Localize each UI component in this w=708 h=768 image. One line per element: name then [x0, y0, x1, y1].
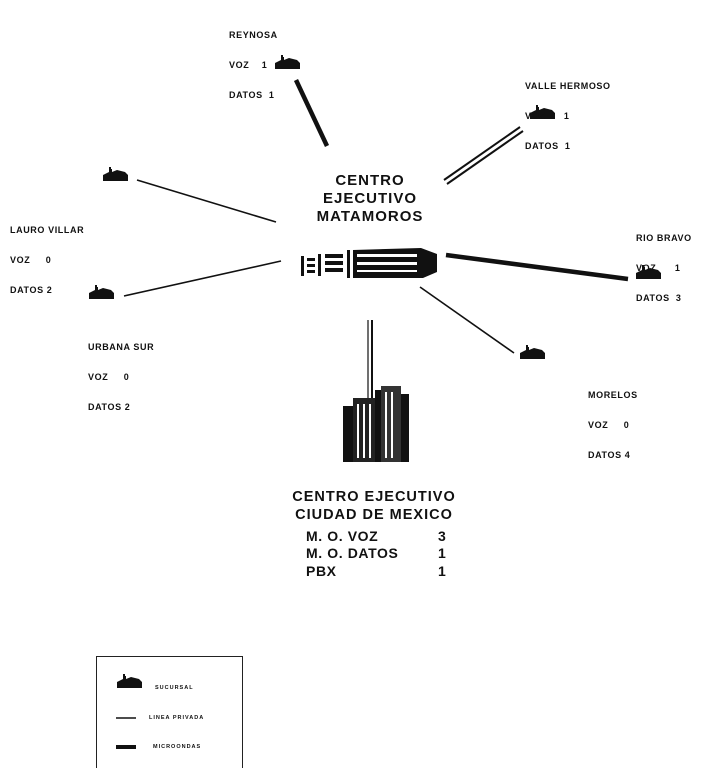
branch-datos: DATOS 4: [588, 450, 631, 460]
hub-label: CENTRO EJECUTIVO MATAMOROS: [300, 172, 440, 226]
branch-datos: DATOS 1: [229, 90, 275, 100]
branch-name: URBANA SUR: [88, 342, 155, 352]
cdmx-row-value: 1: [438, 563, 447, 579]
branch-name: RIO BRAVO: [636, 233, 692, 243]
branch-office-icon-reynosa: [275, 55, 300, 69]
branch-label-valle-hermoso: VALLE HERMOSO VOZ 1 DATOS 1: [525, 61, 611, 161]
branch-office-icon-morelos: [520, 345, 545, 359]
branch-name: VALLE HERMOSO: [525, 81, 611, 91]
legend-label-branch: SUCURSAL: [155, 685, 194, 691]
cdmx-row-value: 3: [438, 528, 447, 544]
link-urbana-sur: [123, 260, 282, 297]
cdmx-title: CENTRO EJECUTIVO CIUDAD DE MEXICO: [258, 488, 490, 524]
legend-label-private-line: LINEA PRIVADA: [149, 715, 205, 721]
branch-voz: VOZ 1: [229, 60, 268, 70]
building-icon: [343, 386, 409, 462]
hub-label-line3: MATAMOROS: [316, 208, 424, 225]
branch-voz: VOZ 0: [88, 372, 130, 382]
cdmx-row-label: M. O. DATOS: [306, 545, 399, 561]
link-valle-hermoso-b: [446, 130, 524, 185]
branch-name: REYNOSA: [229, 30, 278, 40]
branch-datos: DATOS 1: [525, 141, 571, 151]
cdmx-row-value: 1: [438, 545, 447, 561]
legend: SUCURSAL LINEA PRIVADA MICROONDAS: [96, 656, 243, 768]
cdmx-row-label: M. O. VOZ: [306, 528, 379, 544]
link-valle-hermoso: [443, 126, 521, 181]
cdmx-title-line2: CIUDAD DE MEXICO: [295, 507, 453, 523]
branch-voz: VOZ 1: [525, 111, 570, 121]
branch-label-morelos: MORELOS VOZ 0 DATOS 4: [588, 370, 638, 470]
hub-equipment-icon: [301, 248, 437, 278]
legend-label-microwave: MICROONDAS: [153, 744, 202, 750]
cdmx-title-line1: CENTRO EJECUTIVO: [292, 489, 456, 505]
branch-office-icon-urbana-sur: [89, 285, 114, 299]
branch-voz: VOZ 0: [588, 420, 630, 430]
branch-datos: DATOS 2: [88, 402, 131, 412]
branch-datos: DATOS 3: [636, 293, 682, 303]
branch-label-rio-bravo: RIO BRAVO VOZ 1 DATOS 3: [636, 213, 692, 313]
hub-label-line1: CENTRO: [335, 172, 405, 189]
cdmx-row-label: PBX: [306, 563, 337, 579]
branch-office-icon-lauro-villar: [103, 167, 128, 181]
branch-label-lauro-villar: LAURO VILLAR VOZ 0 DATOS 2: [10, 205, 84, 305]
branch-name: LAURO VILLAR: [10, 225, 85, 235]
link-reynosa: [293, 79, 330, 147]
branch-voz: VOZ 0: [10, 255, 52, 265]
link-rio-bravo: [445, 252, 629, 282]
branch-name: MORELOS: [588, 390, 638, 400]
branch-voz: VOZ 1: [636, 263, 681, 273]
link-morelos: [419, 286, 515, 354]
link-lauro-villar: [136, 179, 277, 223]
branch-label-urbana-sur: URBANA SUR VOZ 0 DATOS 2: [88, 322, 154, 422]
hub-label-line2: EJECUTIVO: [322, 190, 418, 207]
branch-datos: DATOS 2: [10, 285, 53, 295]
branch-label-reynosa: REYNOSA VOZ 1 DATOS 1: [229, 10, 278, 110]
